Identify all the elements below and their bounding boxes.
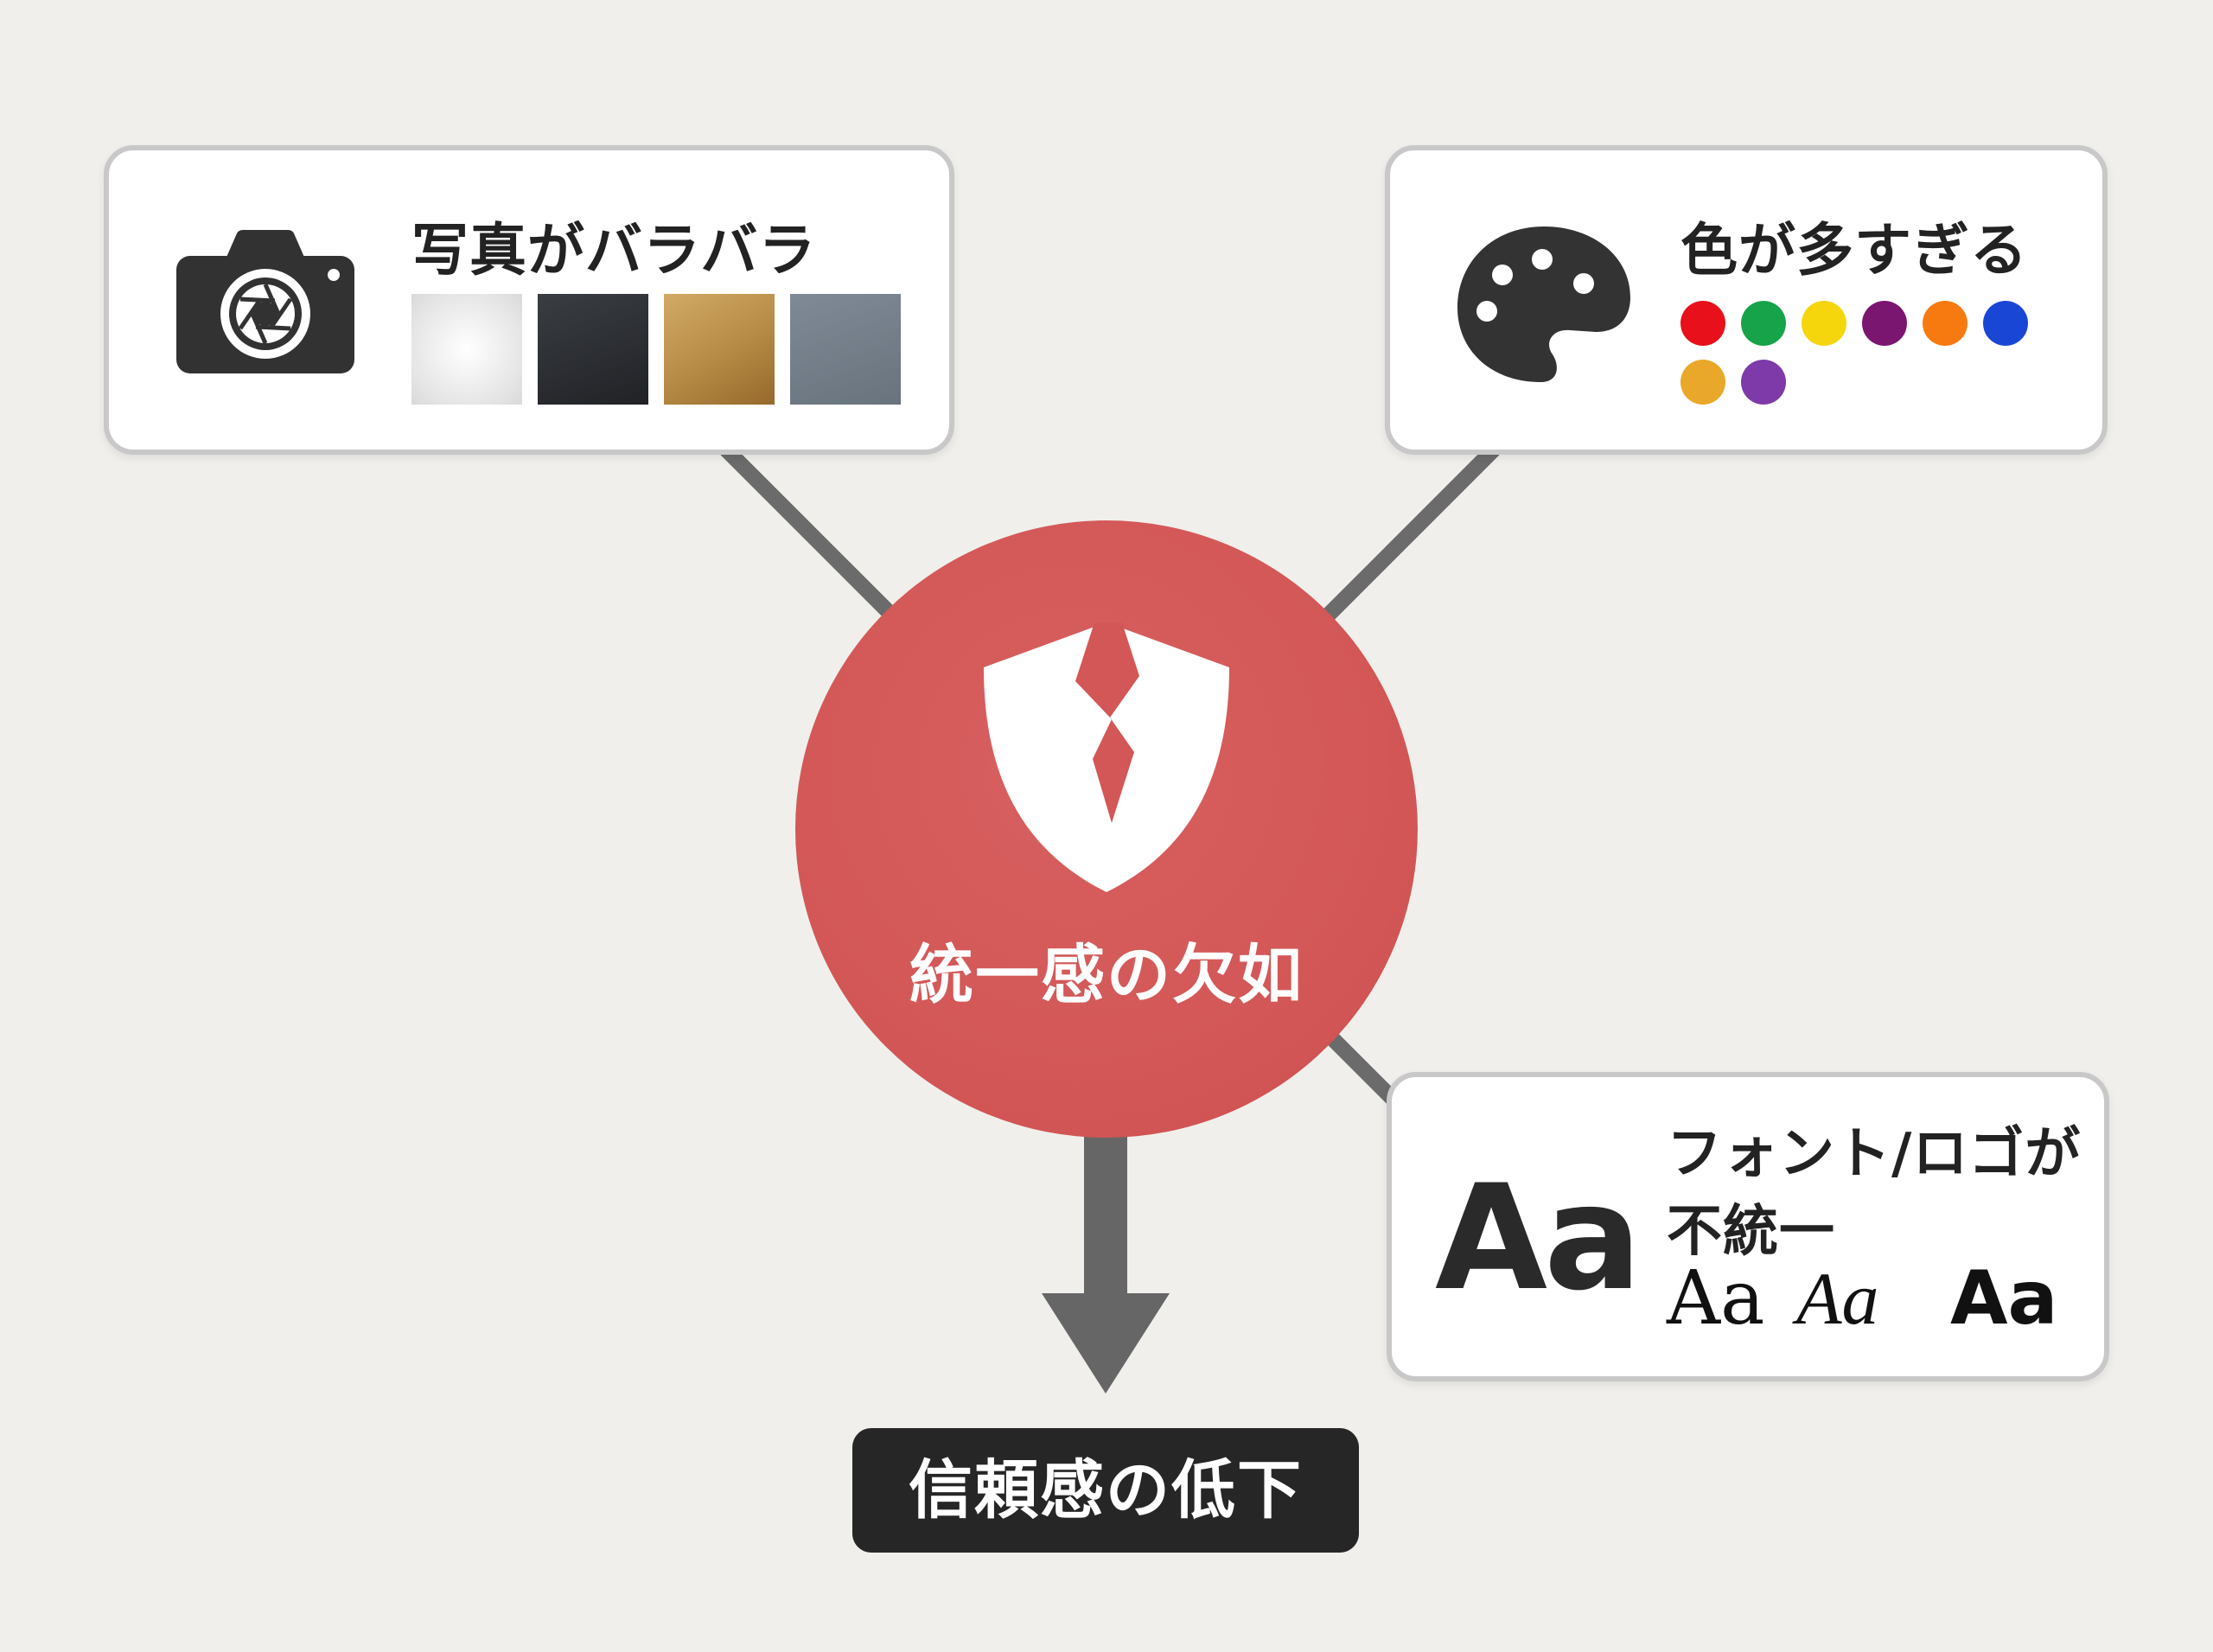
connector-photos [720,443,905,628]
arrow-head [1042,1293,1170,1394]
core-problem-circle: 統一感の欠如 [795,520,1418,1138]
colors-title: 色が多すぎる [1680,217,2028,284]
font-icon: Aa [1435,1153,1642,1323]
fonts-inconsistent-card: Aa フォント/ロゴが不統一 Aa Aa Aa [1387,1072,2109,1381]
connector-fonts [1317,1023,1405,1111]
too-many-colors-card: 色が多すぎる [1385,145,2108,455]
photo-swatch [790,294,901,405]
color-dot [1680,301,1725,346]
camera-icon [176,230,354,377]
result-box: 信頼感の低下 [852,1428,1359,1553]
color-dot [1741,360,1786,405]
arrow-shaft [1084,1124,1127,1297]
broken-shield-icon [982,617,1231,896]
palette-icon [1457,221,1630,389]
color-dot [1741,301,1786,346]
font-sample-script: Aa [1796,1257,1879,1340]
color-dot [1802,301,1846,346]
photo-swatch [664,294,775,405]
font-sample-serif: Aa [1667,1255,1765,1342]
font-sample-bold: Aa [1950,1255,2058,1342]
photos-title: 写真がバラバラ [411,217,817,284]
fonts-title: フォント/ロゴが不統一 [1667,1122,2082,1264]
photos-inconsistent-card: 写真がバラバラ [104,145,954,455]
connector-colors [1318,443,1500,625]
color-dot [1680,360,1725,405]
color-dot [1983,301,2028,346]
core-problem-label: 統一感の欠如 [909,938,1304,1012]
photo-swatch [411,294,522,405]
color-dot [1923,301,1967,346]
photo-swatch [538,294,648,405]
color-dot [1862,301,1907,346]
